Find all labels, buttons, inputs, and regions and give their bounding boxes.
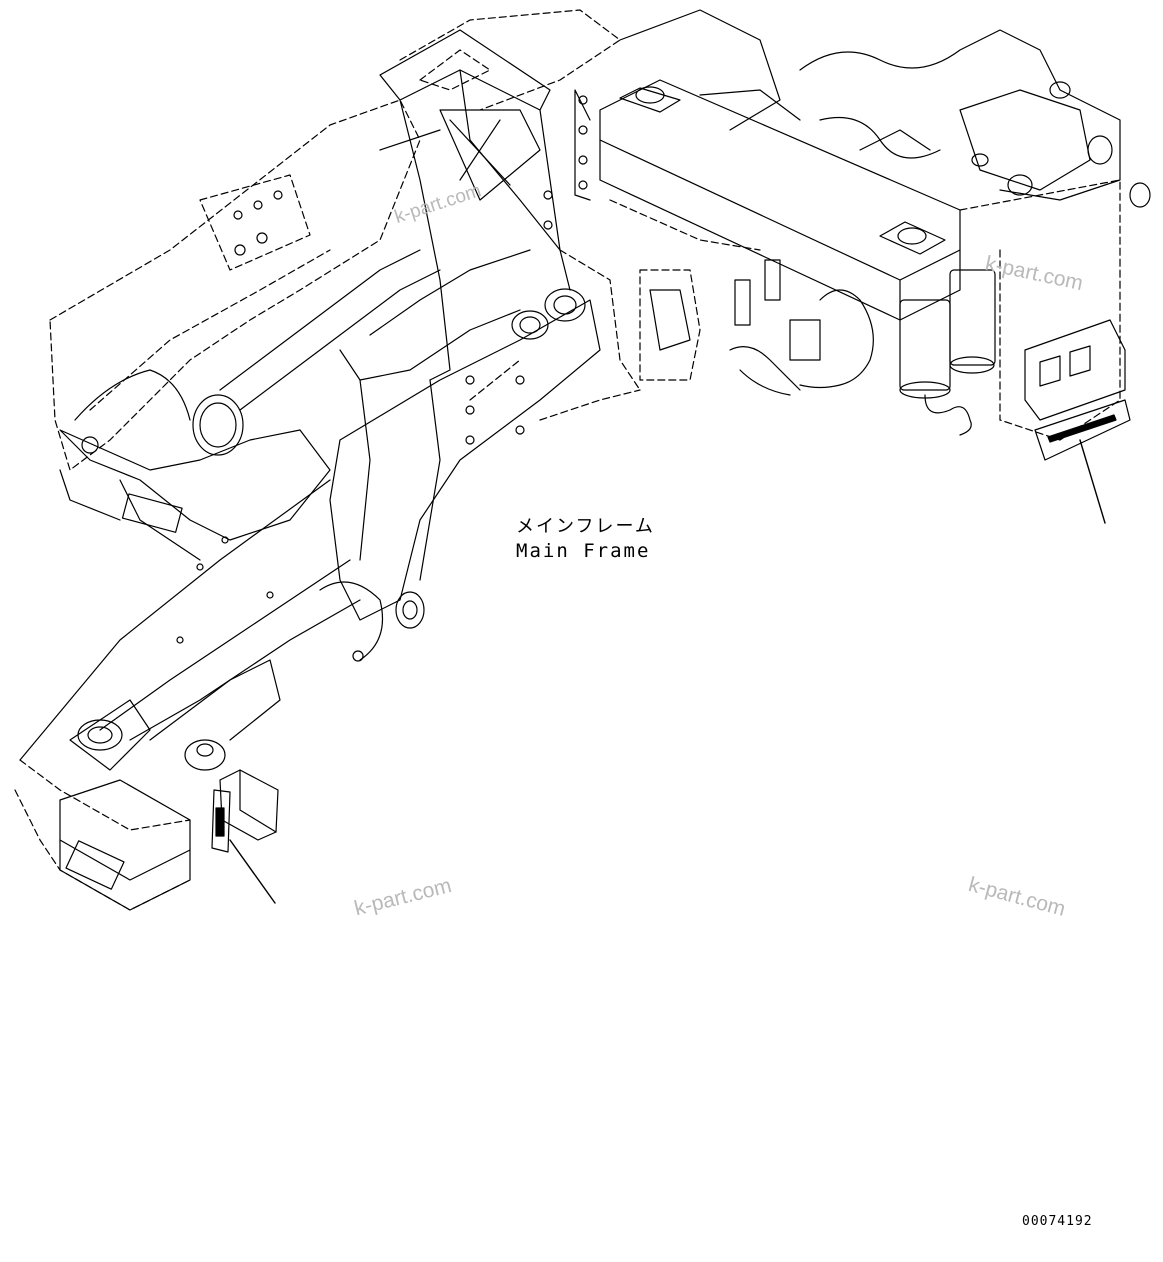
rear-frame-solid (59, 369, 331, 561)
left-bracket-plate (211, 769, 279, 904)
center-beam (19, 299, 601, 761)
drawing-number: 00074192 (1022, 1214, 1093, 1229)
frame-couplings (219, 249, 586, 411)
rear-frame-body (49, 99, 421, 471)
filters-and-hoses (639, 259, 996, 436)
main-frame-label-en: Main Frame (516, 540, 651, 562)
bolts (176, 190, 553, 644)
frame-tower (339, 29, 571, 381)
front-box (59, 659, 281, 911)
center-dashed-lines (469, 199, 761, 421)
front-frame-lower (14, 759, 191, 911)
right-tank (959, 179, 1121, 441)
upper-machinery (619, 9, 1151, 208)
cross-beam (574, 79, 961, 321)
right-warning-plate (1024, 319, 1131, 524)
upper-plate (399, 9, 621, 111)
main-frame-label-jp: メインフレーム (516, 516, 655, 537)
